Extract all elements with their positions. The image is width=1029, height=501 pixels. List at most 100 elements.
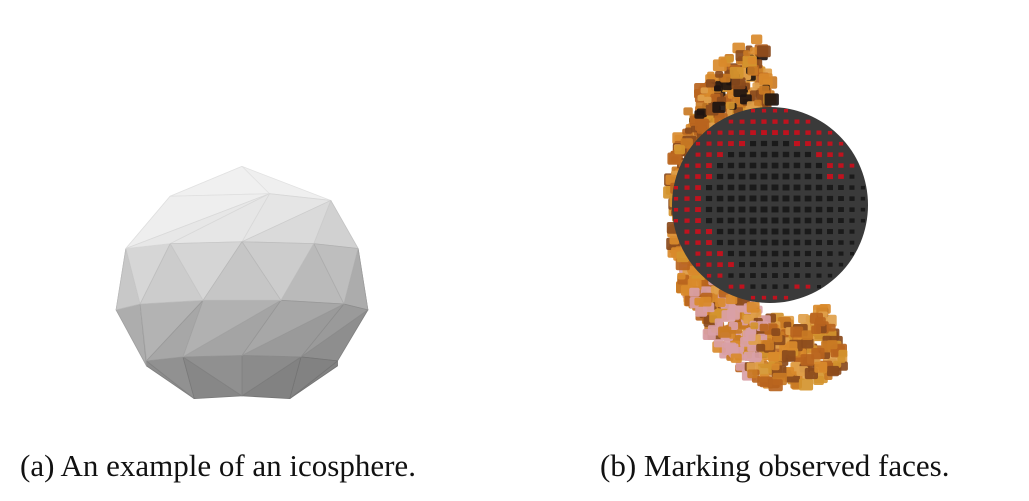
sphere-face — [738, 228, 746, 235]
point-cloud-point — [756, 343, 766, 352]
point-cloud-point — [697, 126, 707, 134]
sphere-face — [816, 152, 822, 158]
sphere-face — [684, 240, 690, 245]
point-cloud-point — [714, 85, 721, 92]
sphere-face — [695, 152, 701, 157]
sphere-face — [728, 284, 734, 289]
sphere-face — [716, 239, 723, 246]
point-cloud-point — [743, 351, 755, 361]
point-cloud-point — [826, 323, 836, 332]
sphere-face — [838, 251, 844, 256]
sphere-face — [761, 295, 767, 300]
sphere-face — [827, 130, 833, 135]
sphere-face — [749, 250, 757, 257]
sphere-face — [695, 196, 701, 201]
sphere-face — [838, 174, 844, 179]
sphere-face — [794, 130, 800, 135]
point-cloud-point — [669, 236, 680, 245]
sphere-face — [706, 163, 712, 168]
sphere-face — [783, 295, 789, 300]
sphere-face — [751, 109, 755, 113]
point-cloud-point — [758, 85, 770, 95]
sphere-face — [771, 261, 779, 268]
point-cloud-point — [801, 330, 813, 340]
sphere-face — [761, 130, 767, 135]
sphere-face — [782, 195, 790, 202]
sphere-face — [739, 141, 745, 147]
sphere-face — [815, 239, 822, 246]
sphere-face — [838, 163, 844, 168]
point-cloud-point — [764, 93, 779, 106]
sphere-face — [750, 273, 756, 278]
sphere-face — [826, 217, 833, 224]
point-cloud-point — [771, 363, 780, 371]
point-cloud-point — [718, 326, 732, 338]
sphere-face — [827, 174, 833, 180]
sphere-face — [783, 130, 789, 135]
point-cloud-point — [786, 341, 798, 351]
sphere-face — [684, 185, 690, 190]
sphere-face — [750, 284, 756, 289]
sphere-base — [672, 107, 868, 303]
point-cloud-point — [713, 339, 724, 348]
point-cloud-point — [705, 79, 716, 88]
sphere-face — [816, 273, 822, 278]
sphere-face — [728, 141, 734, 146]
point-cloud-point — [689, 287, 700, 297]
sphere-face — [815, 206, 823, 213]
sphere-face — [717, 273, 723, 278]
point-cloud-point — [801, 338, 814, 349]
sphere-face — [782, 228, 790, 235]
sphere-face — [716, 206, 724, 213]
point-cloud-point — [783, 321, 792, 329]
sphere-face — [794, 262, 800, 268]
sphere-face — [739, 284, 745, 289]
sphere-face — [849, 207, 855, 212]
point-cloud-point — [685, 127, 693, 134]
point-cloud-point — [715, 298, 726, 307]
sphere-face — [827, 251, 833, 256]
point-cloud-point — [750, 322, 759, 330]
sphere-face — [815, 228, 823, 235]
point-cloud-point — [768, 379, 783, 392]
sphere-face — [838, 152, 844, 157]
figure-panel-a: (a) An example of an icosphere. — [0, 0, 500, 501]
sphere-face — [771, 162, 779, 169]
sphere-face — [706, 185, 713, 191]
point-cloud-point — [729, 66, 744, 79]
sphere-face — [738, 206, 746, 213]
sphere-face — [838, 229, 844, 234]
point-cloud-point — [712, 59, 727, 72]
sphere-face — [784, 109, 788, 113]
sphere-face — [805, 119, 811, 124]
sphere-face — [695, 174, 701, 179]
sphere-face — [761, 273, 767, 278]
point-cloud-point — [743, 50, 751, 57]
point-cloud-point — [695, 306, 708, 317]
sphere-face — [674, 219, 678, 223]
sphere-face — [705, 195, 713, 202]
sphere-face — [793, 250, 801, 257]
sphere-face — [760, 195, 768, 202]
sphere-face — [706, 251, 712, 256]
sphere-face — [738, 217, 746, 224]
sphere-face — [717, 130, 723, 135]
sphere-face — [804, 206, 812, 213]
figure-panel-b: (b) Marking observed faces. — [520, 0, 1029, 501]
sphere-face — [838, 262, 844, 267]
point-cloud-point — [674, 145, 685, 155]
sphere-face — [782, 217, 790, 224]
sphere-face — [827, 141, 833, 146]
sphere-face — [804, 184, 812, 191]
sphere-face — [827, 163, 833, 168]
sphere-face — [771, 239, 779, 246]
marked-sphere — [672, 107, 868, 303]
point-cloud-point — [838, 349, 848, 358]
sphere-face — [716, 195, 724, 202]
sphere-face — [760, 184, 768, 191]
sphere-face — [760, 173, 768, 180]
sphere-face — [760, 206, 768, 213]
sphere-face — [695, 141, 701, 146]
point-cloud-point — [712, 101, 726, 113]
caption-a: (a) An example of an icosphere. — [20, 448, 416, 483]
